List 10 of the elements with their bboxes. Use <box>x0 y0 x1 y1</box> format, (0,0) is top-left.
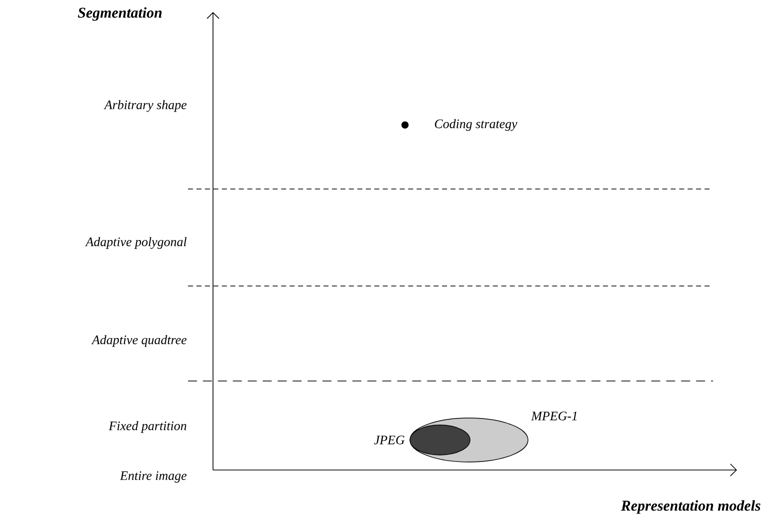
row-label: Adaptive quadtree <box>91 335 187 347</box>
row-label: Fixed partition <box>108 421 186 433</box>
ellipse-label: MPEG-1 <box>531 412 577 420</box>
row-label: Arbitrary shape <box>104 100 187 112</box>
row-label: Adaptive polygonal <box>85 237 187 249</box>
ellipse-label: JPEG <box>374 436 405 444</box>
axis-label: Segmentation <box>78 7 162 21</box>
row-label: Entire image <box>120 471 186 483</box>
axis-label: Representation models <box>620 500 760 514</box>
legend-label: Coding strategy <box>434 119 518 131</box>
